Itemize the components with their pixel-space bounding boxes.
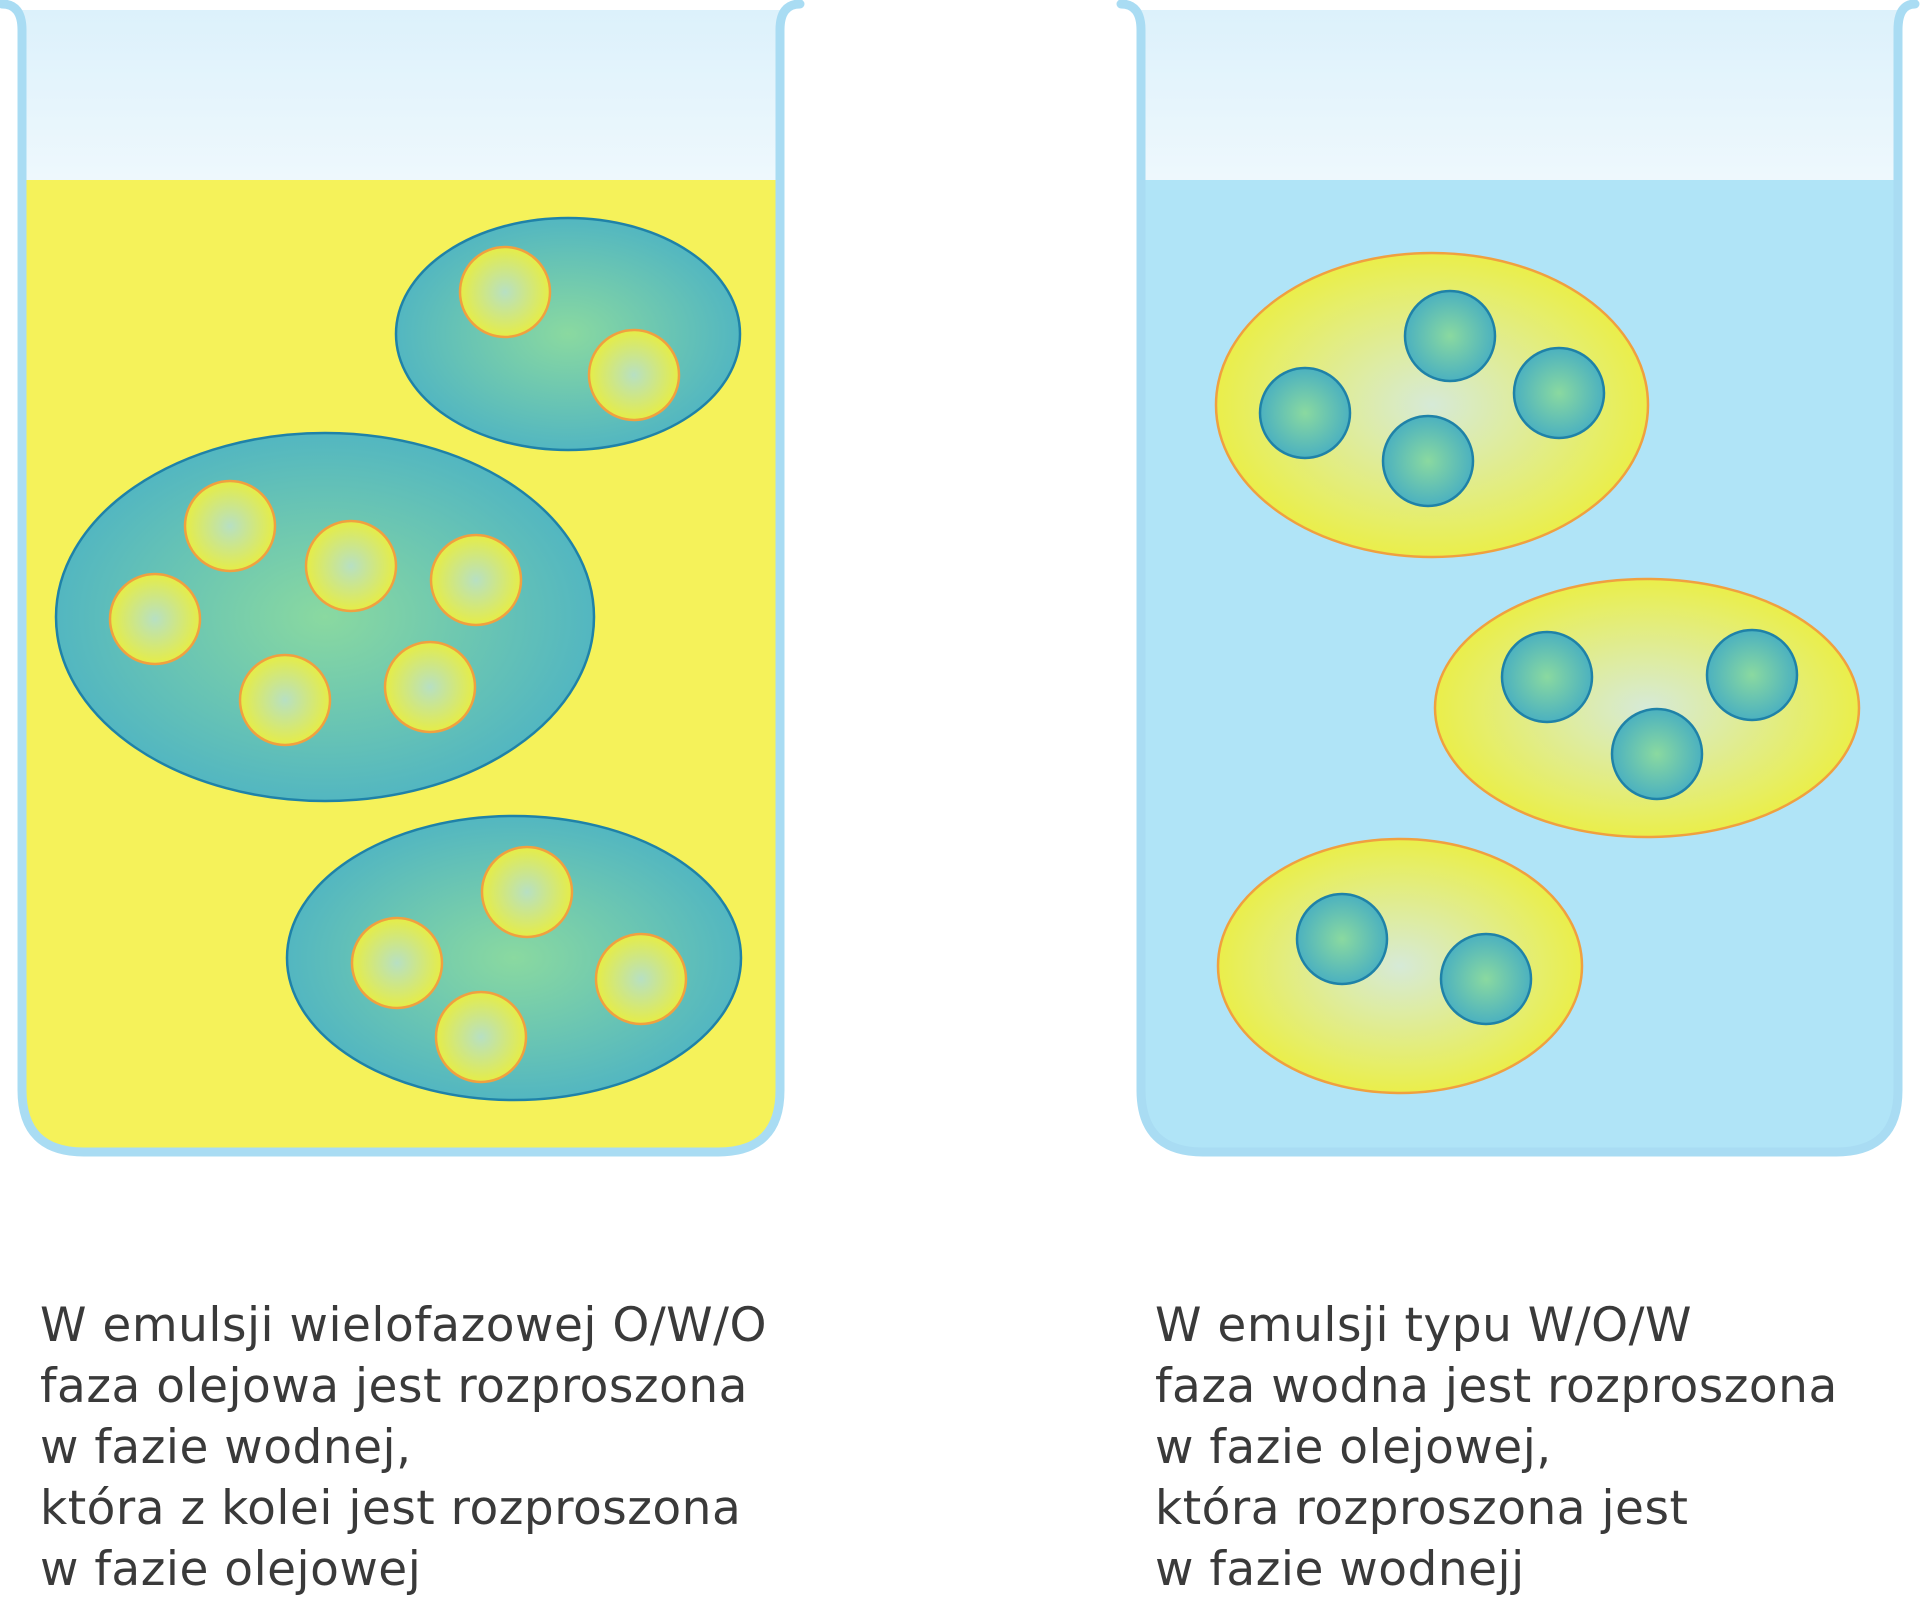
oil-droplet-inner (238, 653, 332, 747)
water-droplet-inner (1512, 346, 1606, 440)
water-droplet-body (394, 216, 742, 452)
water-droplet-inner (1258, 366, 1352, 460)
water-droplet-inner (1705, 628, 1799, 722)
oil-droplet-inner (183, 479, 277, 573)
water-droplet-inner (1439, 932, 1533, 1026)
beaker-left-wall (0, 0, 805, 1157)
oil-droplet-inner (429, 533, 523, 627)
oil-droplet-inner (383, 640, 477, 734)
oil-droplet (1214, 251, 1650, 559)
beaker-right-wall (1116, 0, 1920, 1157)
beaker-right-air (1141, 10, 1898, 180)
water-droplet-inner (1295, 892, 1389, 986)
caption-right: W emulsji typu W/O/W faza wodna jest roz… (1155, 1295, 1838, 1600)
oil-droplet-inner (458, 245, 552, 339)
oil-droplet-inner (434, 990, 528, 1084)
water-droplet (394, 216, 742, 452)
caption-left-line: która z kolei jest rozproszona (40, 1481, 742, 1536)
oil-droplet (1433, 577, 1861, 839)
water-droplet-inner (1610, 707, 1704, 801)
oil-droplet-inner (587, 328, 681, 422)
water-droplet-inner (1500, 630, 1594, 724)
caption-left-line: faza olejowa jest rozproszona (40, 1359, 748, 1414)
beaker-left (0, 0, 805, 1157)
oil-droplet-body (1216, 837, 1584, 1095)
caption-right-line: w fazie wodnejj (1155, 1542, 1525, 1597)
oil-droplet-inner (594, 932, 688, 1026)
caption-left-line: w fazie olejowej (40, 1542, 422, 1597)
oil-droplet-inner (108, 572, 202, 666)
caption-left-line: W emulsji wielofazowej O/W/O (40, 1298, 767, 1353)
caption-right-line: która rozproszona jest (1155, 1481, 1689, 1536)
caption-right-line: faza wodna jest rozproszona (1155, 1359, 1838, 1414)
caption-right-line: w fazie olejowej, (1155, 1420, 1552, 1475)
water-droplet (54, 431, 596, 803)
water-droplet-inner (1403, 289, 1497, 383)
caption-right-line: W emulsji typu W/O/W (1155, 1298, 1692, 1353)
water-droplet-body (285, 814, 743, 1102)
oil-droplet-inner (350, 916, 444, 1010)
water-droplet-inner (1381, 414, 1475, 508)
water-droplet (285, 814, 743, 1102)
beaker-left-air (22, 10, 780, 180)
oil-droplet-inner (304, 519, 398, 613)
oil-droplet (1216, 837, 1584, 1095)
beaker-right (1116, 0, 1920, 1157)
oil-droplet-inner (480, 845, 574, 939)
caption-left-line: w fazie wodnej, (40, 1420, 412, 1475)
oil-droplet-body (1214, 251, 1650, 559)
caption-left: W emulsji wielofazowej O/W/O faza olejow… (40, 1295, 767, 1600)
